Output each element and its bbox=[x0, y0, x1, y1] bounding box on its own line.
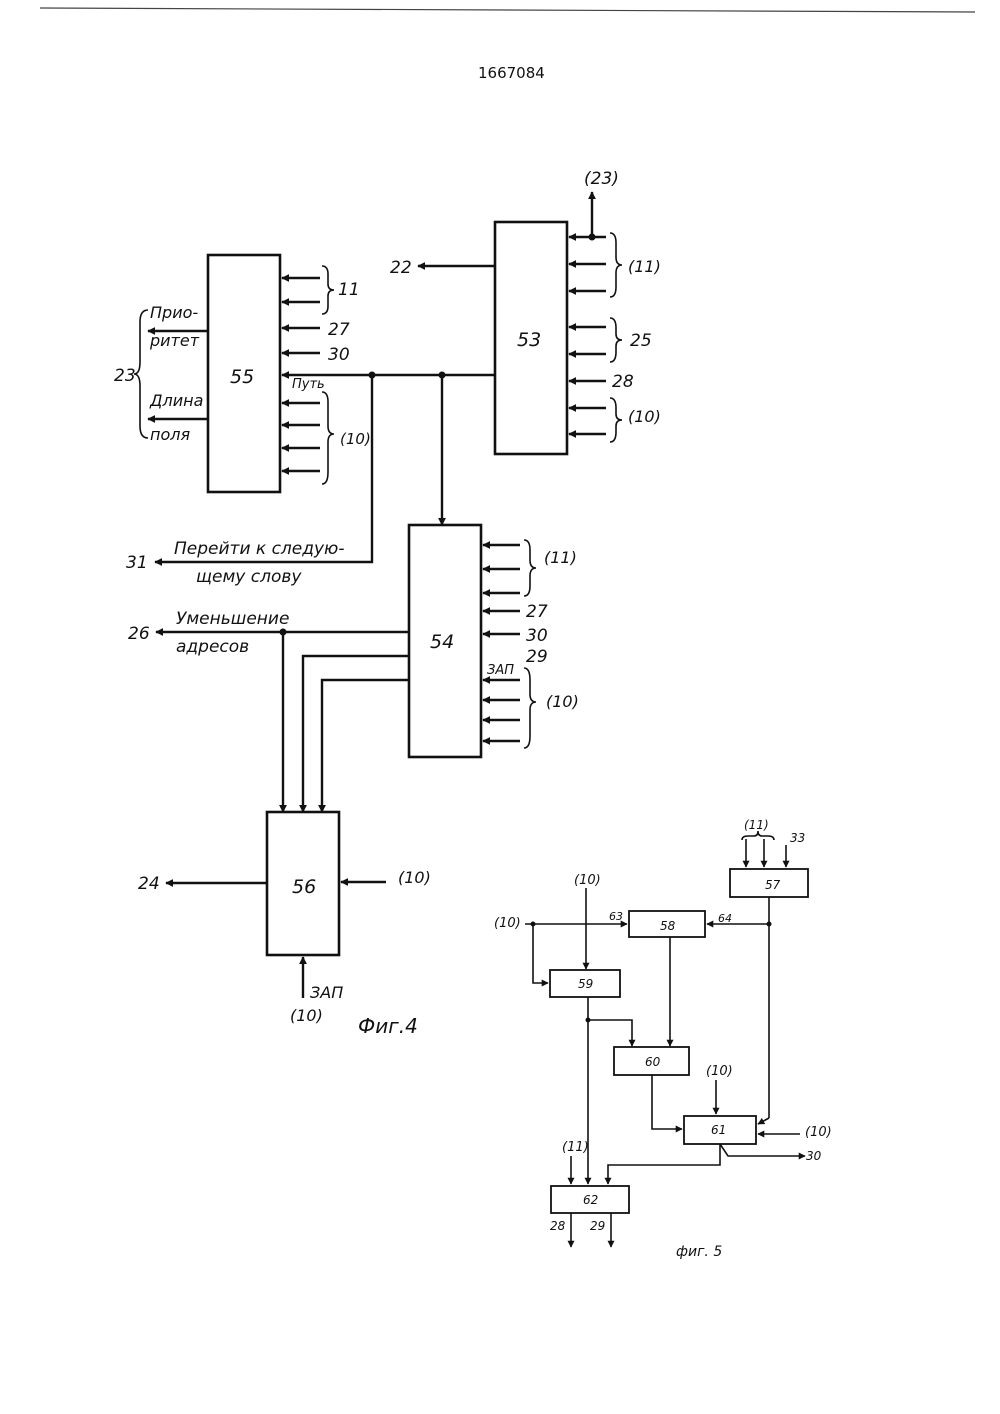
out55-length-1: Длина bbox=[149, 391, 203, 410]
in55-brace-11 bbox=[322, 266, 334, 314]
in58-label-10: (10) bbox=[494, 916, 521, 931]
in55-label-30: 30 bbox=[328, 345, 350, 365]
in54-label-10: (10) bbox=[546, 692, 579, 711]
out53-label-22: 22 bbox=[390, 258, 412, 278]
in53-brace-10 bbox=[610, 398, 622, 442]
in61-label-10-right: (10) bbox=[805, 1125, 832, 1140]
in55-label-27: 27 bbox=[328, 320, 350, 340]
block-56-label: 56 bbox=[292, 876, 316, 898]
in55-label-10: (10) bbox=[340, 430, 371, 448]
wire-60-to-61 bbox=[652, 1075, 682, 1129]
in54-brace-11 bbox=[524, 540, 536, 596]
in54-label-11: (11) bbox=[544, 548, 577, 567]
fig4-caption: Фиг.4 bbox=[358, 1014, 418, 1038]
out55-priority-2: ритет bbox=[149, 331, 200, 350]
in54-label-27: 27 bbox=[526, 602, 548, 622]
page-border-line bbox=[40, 8, 975, 12]
next-word-label-1: Перейти к следую- bbox=[174, 539, 345, 559]
out-label-28: 28 bbox=[550, 1219, 566, 1233]
next-word-label-2: щему слову bbox=[196, 567, 302, 587]
out-label-26: 26 bbox=[128, 624, 150, 644]
in61-label-10-top: (10) bbox=[706, 1064, 733, 1079]
in56-label-10: (10) bbox=[398, 868, 431, 887]
in59-label-10: (10) bbox=[574, 873, 601, 888]
out55-label-23: 23 bbox=[114, 366, 136, 386]
in57-label-11: (11) bbox=[744, 818, 769, 832]
in53-brace-25 bbox=[610, 318, 622, 362]
out55-priority-1: Прио- bbox=[150, 303, 198, 322]
figure-4: 55 11 27 30 Путь (10) Прио- ритет Длина … bbox=[114, 169, 661, 1038]
in55-label-11: 11 bbox=[338, 280, 360, 300]
out-label-24: 24 bbox=[138, 874, 160, 894]
wire-10-to-59 bbox=[533, 924, 548, 983]
out-label-29: 29 bbox=[590, 1219, 605, 1233]
out55-brace-23 bbox=[134, 310, 148, 438]
wire-61-to-62 bbox=[608, 1144, 720, 1184]
block-59-label: 59 bbox=[578, 977, 593, 991]
in55-brace-10 bbox=[322, 392, 334, 484]
in53-label-11: (11) bbox=[628, 257, 661, 276]
wire-59-to-60 bbox=[588, 997, 632, 1046]
out55-length-2: поля bbox=[150, 425, 190, 444]
block-58-label: 58 bbox=[660, 919, 676, 933]
label-64: 64 bbox=[718, 912, 732, 925]
fig5-caption: фиг. 5 bbox=[676, 1244, 722, 1260]
block-53-label: 53 bbox=[517, 329, 541, 351]
wire-57-to-61 bbox=[758, 1118, 769, 1124]
block-61-label: 61 bbox=[711, 1123, 726, 1137]
page-number: 1667084 bbox=[478, 64, 545, 82]
in53-label-25: 25 bbox=[630, 331, 652, 351]
in62-label-11: (11) bbox=[562, 1140, 589, 1155]
decrease-label-2: адресов bbox=[176, 637, 249, 657]
figure-5: 57 (11) 33 58 63 64 (10) (10) 59 bbox=[494, 818, 832, 1260]
in57-brace-11 bbox=[742, 831, 774, 840]
in56-label-zap-10: (10) bbox=[290, 1006, 323, 1025]
line-to-56-3 bbox=[322, 680, 409, 812]
decrease-label-1: Уменьшение bbox=[176, 609, 289, 629]
in54-label-29: 29 bbox=[526, 647, 548, 667]
in54-label-30: 30 bbox=[526, 626, 548, 646]
in56-label-zap: ЗАП bbox=[310, 983, 343, 1002]
label-63: 63 bbox=[609, 910, 623, 923]
in57-label-33: 33 bbox=[790, 831, 805, 845]
in53-brace-11 bbox=[610, 233, 622, 297]
wire-61-out-30 bbox=[720, 1144, 805, 1156]
block-55-label: 55 bbox=[230, 366, 254, 388]
in53-label-28: 28 bbox=[612, 372, 634, 392]
out-label-30: 30 bbox=[806, 1149, 822, 1163]
out-label-31: 31 bbox=[126, 553, 148, 573]
block-54-label: 54 bbox=[430, 631, 454, 653]
in55-label-path: Путь bbox=[292, 377, 325, 392]
in54-label-zap: ЗАП bbox=[487, 663, 514, 678]
block-62-label: 62 bbox=[583, 1193, 598, 1207]
block-60-label: 60 bbox=[645, 1055, 661, 1069]
in53-label-10: (10) bbox=[628, 407, 661, 426]
block-57-label: 57 bbox=[765, 878, 781, 892]
out53-label-23: (23) bbox=[584, 169, 619, 189]
in54-brace-10 bbox=[524, 668, 536, 748]
